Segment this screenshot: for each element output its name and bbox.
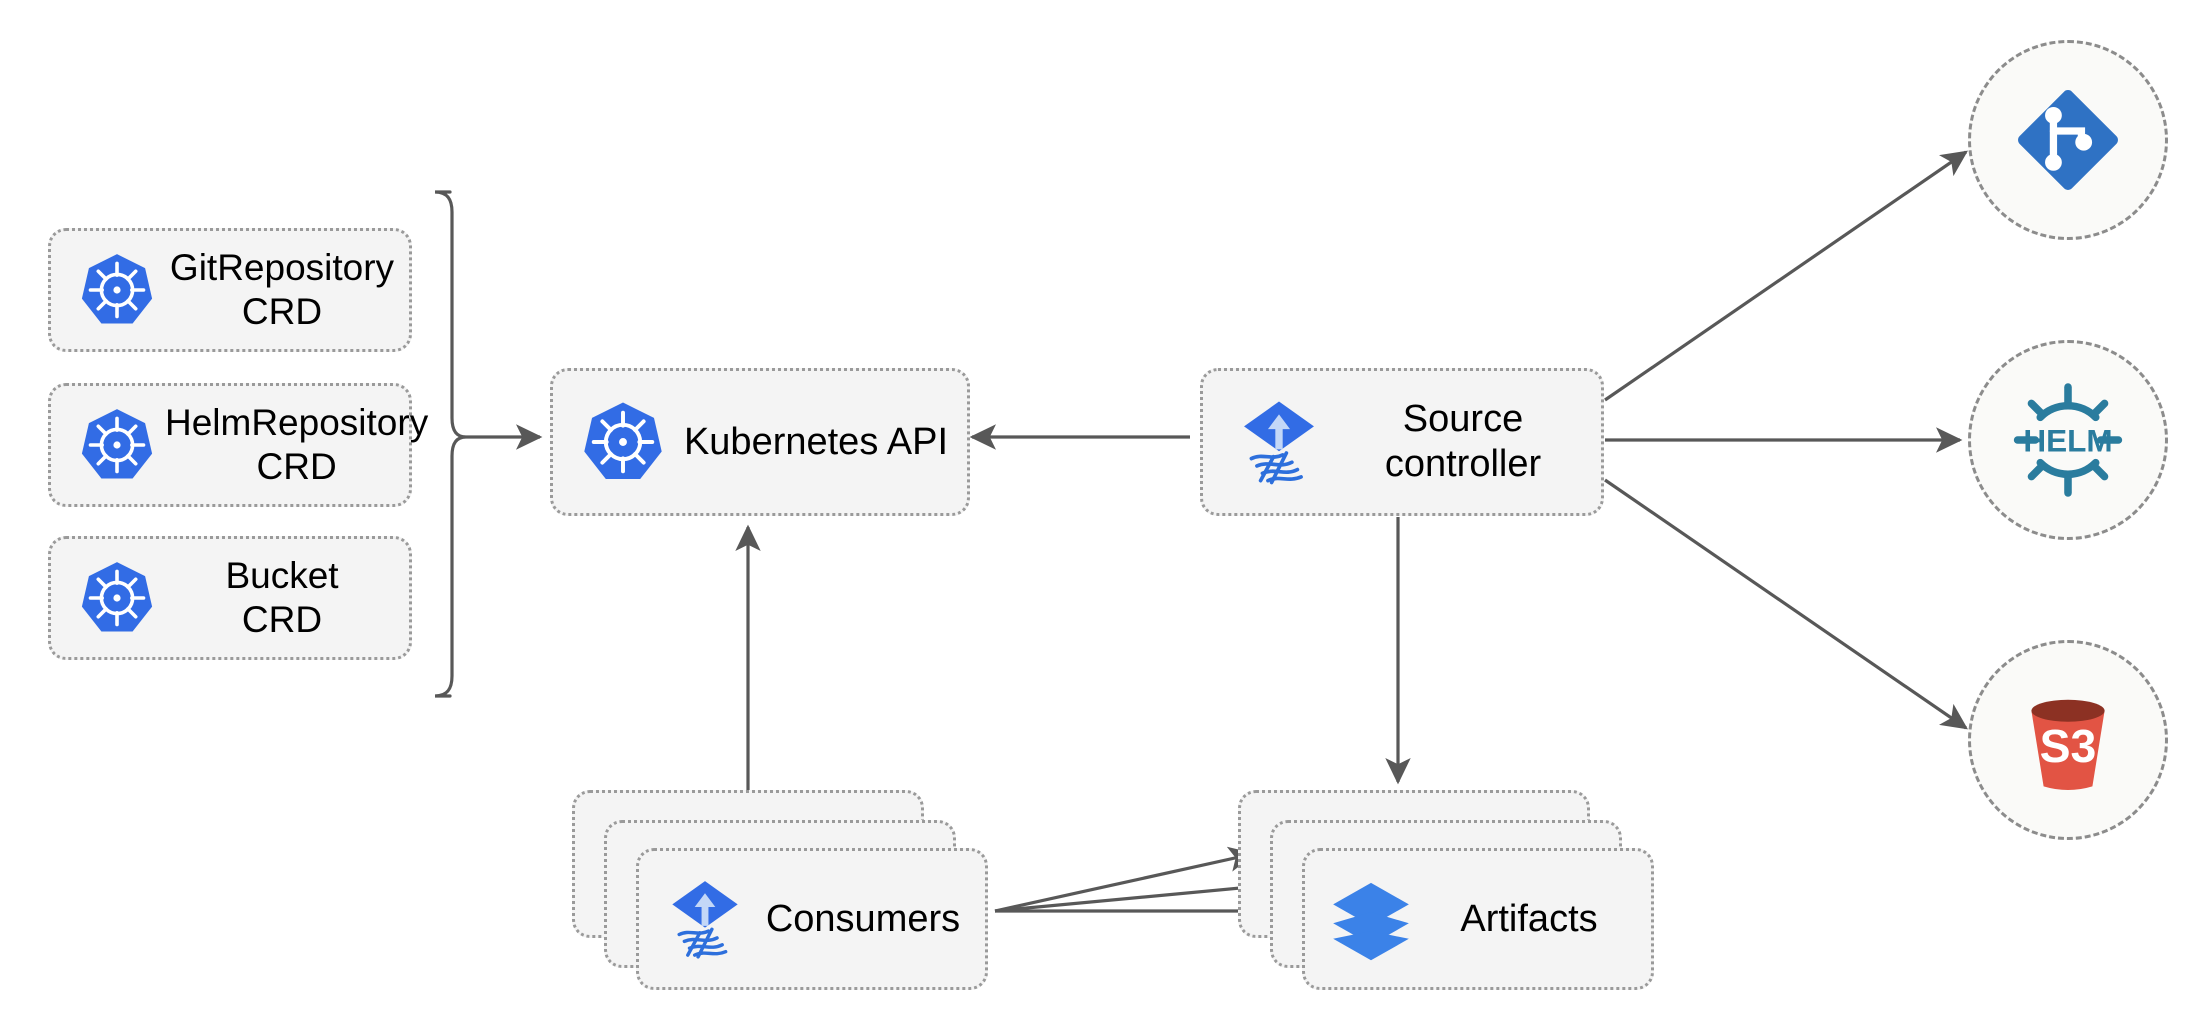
flux-icon: [655, 876, 755, 962]
node-label: Artifacts: [1460, 897, 1598, 940]
kubernetes-icon: [69, 406, 165, 484]
s3-bucket-icon: S3: [2007, 679, 2129, 801]
node-label: Consumers: [765, 897, 961, 940]
kubernetes-icon: [69, 251, 165, 329]
git-icon: [2012, 84, 2124, 196]
node-artifacts[interactable]: Artifacts: [1238, 790, 1670, 990]
layers-icon: [1321, 876, 1421, 962]
node-consumers[interactable]: Consumers: [572, 790, 1004, 990]
helm-icon: HELM: [2005, 377, 2131, 503]
external-s3[interactable]: S3: [1968, 640, 2168, 840]
flux-icon: [1223, 396, 1335, 488]
s3-wordmark: S3: [2040, 720, 2097, 772]
helm-wordmark: HELM: [2023, 422, 2112, 458]
kubernetes-icon: [571, 399, 675, 485]
artifacts-stack-layer-front[interactable]: Artifacts: [1302, 848, 1654, 990]
node-label: Kubernetes API: [683, 420, 949, 463]
kubernetes-icon: [69, 559, 165, 637]
node-kubernetes-api[interactable]: Kubernetes API: [550, 368, 970, 516]
external-helm[interactable]: HELM: [1968, 340, 2168, 540]
external-git[interactable]: [1968, 40, 2168, 240]
consumers-stack-layer-front[interactable]: Consumers: [636, 848, 988, 990]
